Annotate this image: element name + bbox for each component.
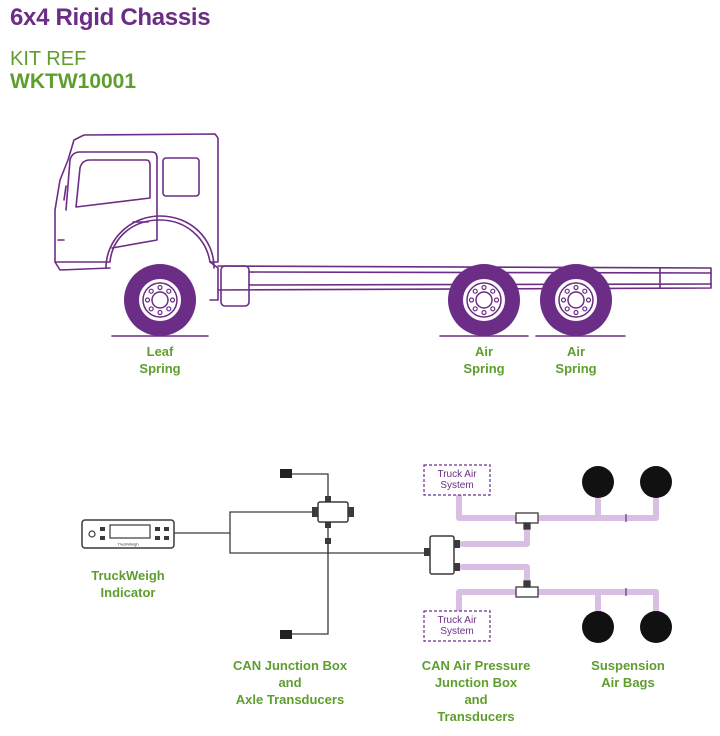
can-air-pressure-box	[424, 535, 460, 575]
label-suspension: Suspension Air Bags	[591, 658, 665, 690]
truck-door	[65, 151, 158, 249]
wheel-rear-1	[447, 263, 521, 337]
air-tee-top	[515, 512, 539, 530]
wheel-front	[123, 263, 197, 337]
truck-air-system-bottom: Truck Air System	[423, 610, 491, 642]
kit-ref-code: WKTW10001	[10, 70, 137, 93]
label-air-spring-2: Air Spring	[555, 344, 597, 376]
svg-text:System: System	[440, 626, 473, 637]
truck-window	[75, 159, 151, 208]
svg-text:Truck Air: Truck Air	[437, 615, 477, 626]
wheel-rear-2	[539, 263, 613, 337]
label-can-junction: CAN Junction Box and Axle Transducers	[232, 658, 348, 707]
label-air-spring-1: Air Spring	[463, 344, 505, 376]
truck-illustration	[54, 133, 712, 337]
axle-transducer-top	[280, 469, 292, 478]
suspension-air-bags	[582, 466, 672, 643]
air-tubes	[456, 493, 659, 615]
truck-fuel-tank	[220, 265, 250, 307]
svg-text:Truck Air: Truck Air	[437, 469, 477, 480]
axle-transducer-bottom	[280, 630, 292, 639]
air-tee-bottom	[515, 580, 539, 598]
truck-rear-window	[162, 157, 200, 197]
truckweigh-indicator: TruckWeigh	[81, 519, 175, 549]
label-leaf-spring: Leaf Spring	[139, 344, 181, 376]
kit-ref-label: KIT REF	[10, 48, 87, 70]
can-junction-box	[312, 496, 354, 528]
truck-fender	[105, 215, 215, 269]
truck-air-system-top: Truck Air System	[423, 464, 491, 496]
wiring	[174, 473, 428, 635]
truck-cab	[54, 133, 219, 263]
label-indicator: TruckWeigh Indicator	[91, 568, 165, 600]
svg-text:System: System	[440, 480, 473, 491]
page-title: 6x4 Rigid Chassis	[10, 4, 211, 31]
label-can-air-pressure: CAN Air Pressure Junction Box and Transd…	[421, 658, 531, 724]
indicator-brand-text: TruckWeigh	[117, 542, 138, 547]
